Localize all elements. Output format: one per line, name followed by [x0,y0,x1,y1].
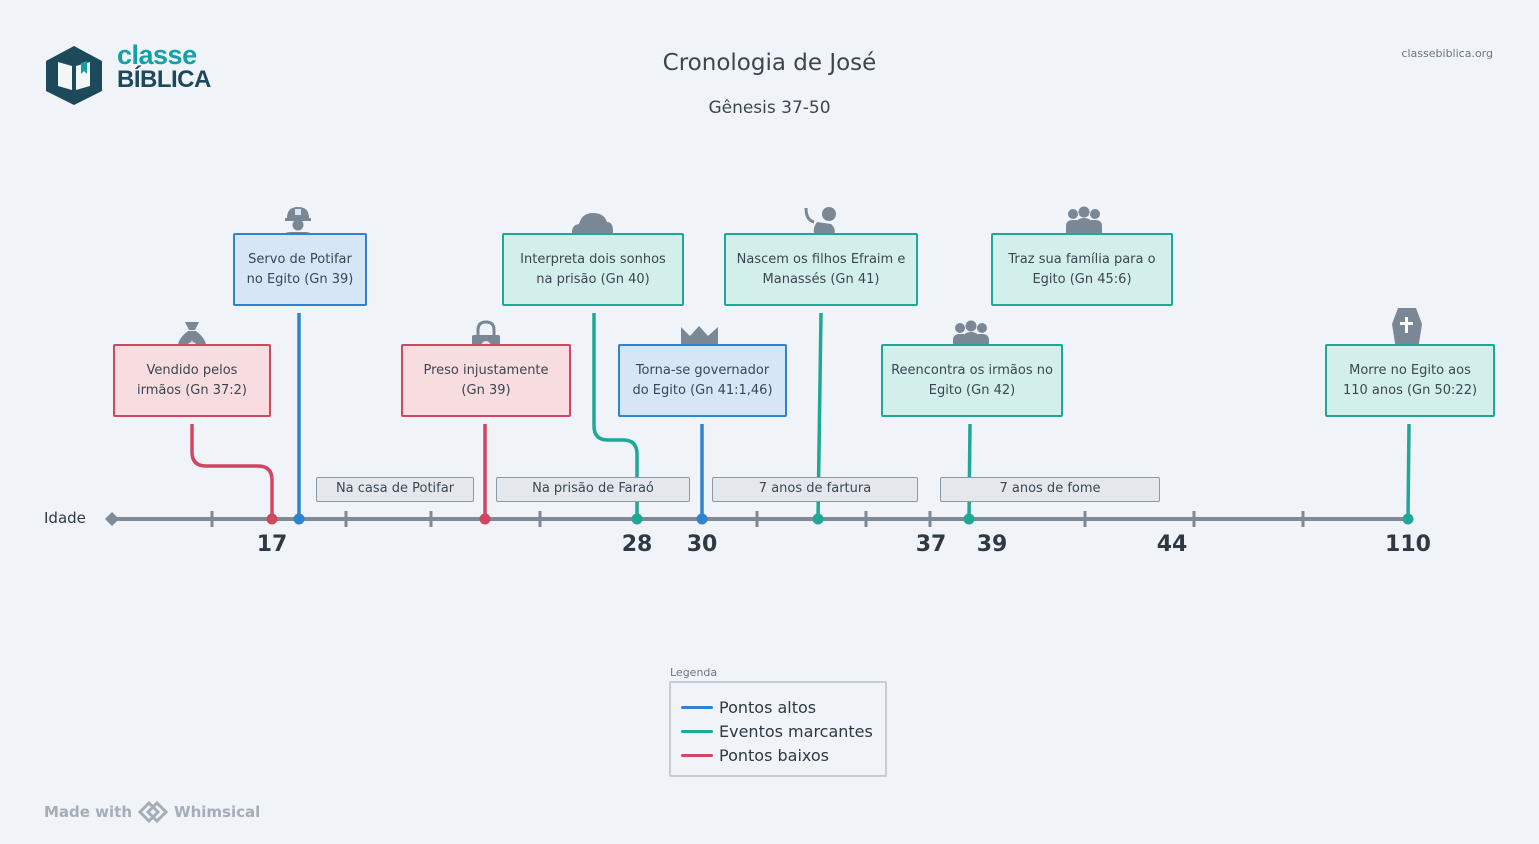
event-morre[interactable]: Morre no Egito aos 110 anos (Gn 50:22) [1325,344,1495,417]
marker-reencontra[interactable] [963,513,975,525]
event-familia[interactable]: Traz sua família para o Egito (Gn 45:6) [991,233,1173,306]
axis-label: Idade [44,509,86,527]
page-subtitle: Gênesis 37-50 [708,98,831,118]
event-servo-potifar[interactable]: Servo de Potifar no Egito (Gn 39) [233,233,367,306]
marker-morre[interactable] [1402,513,1414,525]
marker-servo[interactable] [293,513,305,525]
period-fome[interactable]: 7 anos de fome [940,477,1160,502]
event-vendido[interactable]: Vendido pelos irmãos (Gn 37:2) [113,344,271,417]
tick-label: 39 [976,532,1008,557]
whimsical-brand: Whimsical [174,803,261,821]
marker-filhos[interactable] [812,513,824,525]
marker-preso[interactable] [479,513,491,525]
book-logo-icon [46,46,102,105]
period-prisao-farao[interactable]: Na prisão de Faraó [496,477,690,502]
marker-sonhos[interactable] [631,513,643,525]
legend-item-eventos-marcantes: Eventos marcantes [681,719,873,743]
legend-swatch-red [681,753,713,757]
period-casa-potifar[interactable]: Na casa de Potifar [316,477,474,502]
legend-swatch-blue [681,705,713,709]
tick-label: 37 [915,532,947,557]
logo-text-classe: classe [117,40,197,70]
period-fartura[interactable]: 7 anos de fartura [712,477,918,502]
legend-label: Pontos baixos [719,745,829,765]
connector-reencontra [967,423,972,520]
made-with-whimsical[interactable]: Made with Whimsical [44,801,260,823]
connector-morre [1406,423,1411,520]
marker-governador[interactable] [696,513,708,525]
event-governador[interactable]: Torna-se governador do Egito (Gn 41:1,46… [618,344,787,417]
cloud-icon [572,213,613,239]
legend-item-pontos-baixos: Pontos baixos [681,743,829,767]
connector-vendido [190,424,274,519]
tick-label: 28 [621,532,653,557]
page-title: Cronologia de José [662,50,877,76]
event-sonhos[interactable]: Interpreta dois sonhos na prisão (Gn 40) [502,233,684,306]
legend-label: Pontos altos [719,697,817,717]
marker-vendido[interactable] [266,513,278,525]
tick-label: 44 [1156,532,1188,557]
tick-label: 30 [686,532,718,557]
whimsical-logo-icon [138,801,169,823]
legend-title: Legenda [670,666,718,679]
tick-label: 17 [256,532,288,557]
made-with-text: Made with [44,803,133,821]
legend-label: Eventos marcantes [719,721,873,741]
site-url[interactable]: classebiblica.org [1401,47,1493,60]
logo-text-biblica: BÍBLICA [117,66,211,93]
connector-sonhos [592,313,639,519]
tick-label: 110 [1385,532,1431,557]
legend: Pontos altos Eventos marcantes Pontos ba… [669,681,887,777]
logo: classe BÍBLICA [44,40,224,108]
axis-start-diamond [105,512,119,526]
event-reencontra[interactable]: Reencontra os irmãos no Egito (Gn 42) [881,344,1063,417]
axis-ticks [210,511,1305,527]
event-preso[interactable]: Preso injustamente (Gn 39) [401,344,571,417]
legend-item-pontos-altos: Pontos altos [681,695,816,719]
event-filhos[interactable]: Nascem os filhos Efraim e Manassés (Gn 4… [724,233,918,306]
legend-swatch-teal [681,729,713,733]
